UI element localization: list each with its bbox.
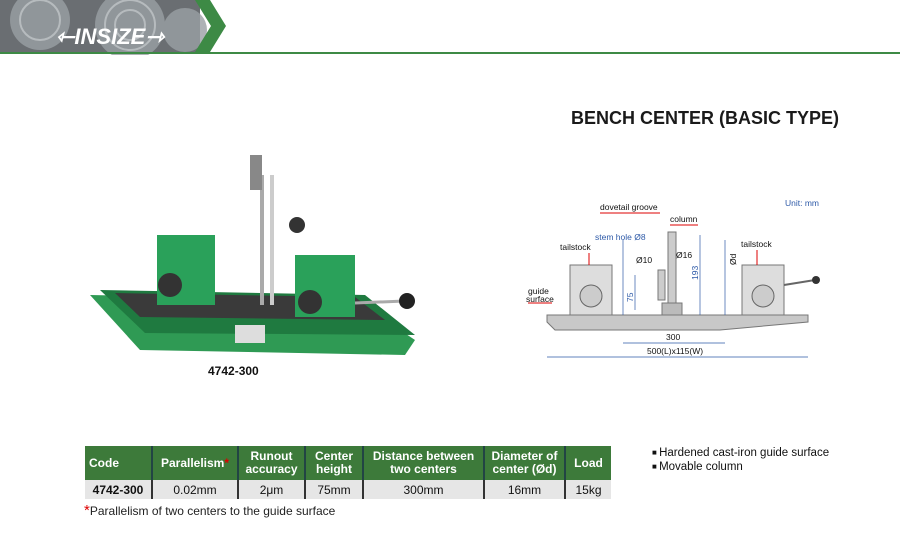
feature-item: Hardened cast-iron guide surface — [652, 446, 829, 460]
label-stem-hole: stem hole Ø8 — [595, 232, 646, 242]
page-title: BENCH CENTER (BASIC TYPE) — [570, 108, 839, 128]
asterisk: * — [224, 455, 230, 470]
unit-label: Unit: mm — [785, 198, 819, 208]
label-300: 300 — [666, 332, 680, 342]
label-tailstock-right: tailstock — [741, 239, 772, 249]
label-75: 75 — [625, 292, 635, 302]
col-parallelism: Parallelism* — [152, 446, 239, 480]
label-193: 193 — [690, 266, 700, 280]
footnote: *Parallelism of two centers to the guide… — [84, 502, 336, 519]
feature-item: Movable column — [652, 460, 829, 474]
label-size: 500(L)x115(W) — [647, 346, 703, 356]
col-load: Load — [565, 446, 611, 480]
col-code: Code — [85, 446, 153, 480]
label-surface: surface — [526, 294, 554, 304]
insize-logo: ⇽INSIZE⇾ — [56, 24, 166, 49]
feature-list: Hardened cast-iron guide surface Movable… — [652, 446, 829, 474]
header-banner: ⇽INSIZE⇾ — [0, 0, 900, 55]
label-od: Ød — [728, 253, 738, 265]
product-photo — [90, 155, 415, 355]
label-guide: guide — [528, 286, 549, 296]
dimension-diagram: Unit: mm dovetail groove column stem hol… — [526, 198, 820, 358]
label-d10: Ø10 — [636, 255, 652, 265]
label-d16: Ø16 — [676, 250, 692, 260]
product-model-label: 4742-300 — [208, 364, 259, 378]
label-tailstock-left: tailstock — [560, 242, 591, 252]
label-dovetail-groove: dovetail groove — [600, 202, 658, 212]
label-column: column — [670, 214, 698, 224]
